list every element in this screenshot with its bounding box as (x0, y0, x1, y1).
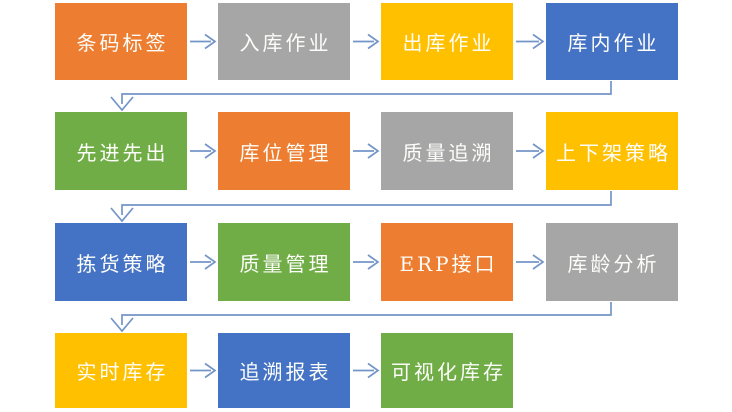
connector-arrow (204, 362, 217, 379)
connector-arrow (204, 143, 217, 159)
flow-box: 库龄分析 (546, 223, 678, 301)
connector-arrow (367, 362, 380, 379)
connector-arrow (121, 191, 612, 215)
flow-box: 追溯报表 (218, 333, 350, 408)
flow-box: 质量管理 (218, 223, 350, 301)
flow-box: 库位管理 (218, 112, 350, 190)
flow-box: 拣货策略 (55, 223, 187, 301)
connector-arrow (532, 254, 545, 270)
connector-arrow (532, 33, 545, 50)
flow-box: 上下架策略 (546, 112, 678, 190)
flow-box: 质量追溯 (381, 112, 513, 190)
flow-box: 出库作业 (381, 3, 513, 80)
connector-arrow (204, 254, 217, 270)
connector-arrow (532, 143, 545, 159)
connector-arrow (121, 81, 612, 104)
flow-box: 可视化库存 (381, 333, 513, 408)
connector-arrow (367, 33, 380, 50)
flow-box: 库内作业 (546, 3, 678, 80)
flow-box: 实时库存 (55, 333, 187, 408)
connector-arrow (110, 207, 134, 223)
connector-arrow (367, 254, 380, 270)
connector-arrow (121, 302, 612, 325)
flow-box: ERP接口 (381, 223, 513, 301)
connector-arrow (110, 317, 134, 333)
flow-box: 入库作业 (218, 3, 350, 80)
flow-box: 条码标签 (55, 3, 187, 80)
connector-arrow (204, 33, 217, 50)
connector-arrow (110, 96, 134, 112)
flow-box: 先进先出 (55, 112, 187, 190)
connector-arrow (367, 143, 380, 159)
